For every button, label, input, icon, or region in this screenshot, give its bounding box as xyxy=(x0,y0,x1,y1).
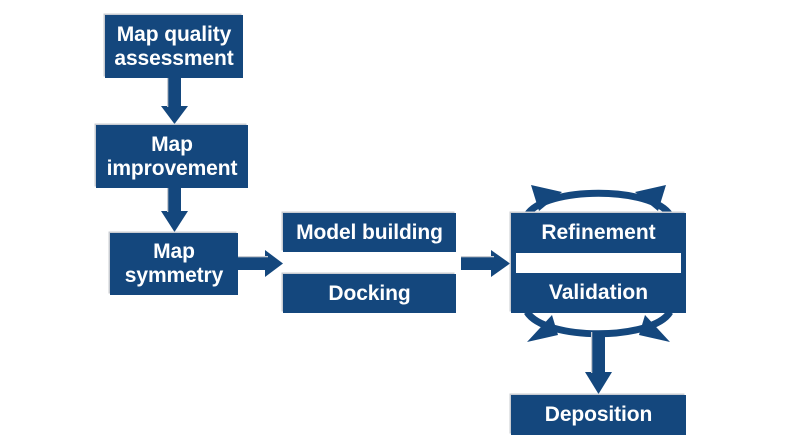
node-label: Validation xyxy=(548,281,649,304)
node-refinement[interactable]: Refinement xyxy=(511,213,686,253)
group-refinement-validation-cycle: Refinement Validation xyxy=(511,213,686,313)
node-label: Model building xyxy=(296,220,443,244)
group-inner-gap xyxy=(516,253,681,273)
arrow-quality-to-improvement xyxy=(161,77,188,124)
arrow-building-to-refinement xyxy=(461,250,510,277)
node-validation[interactable]: Validation xyxy=(511,273,686,313)
arrow-improvement-to-symmetry xyxy=(161,187,188,232)
arrow-cycle-to-deposition xyxy=(585,332,612,394)
node-label: Map quality assessment xyxy=(114,22,234,70)
arc-loop-top xyxy=(524,189,673,218)
node-label: Map symmetry xyxy=(124,240,224,287)
node-label: Docking xyxy=(328,281,411,305)
node-model-building[interactable]: Model building xyxy=(283,213,456,252)
arrow-symmetry-to-building xyxy=(238,250,283,277)
node-label: Refinement xyxy=(541,221,656,244)
node-map-improvement[interactable]: Map improvement xyxy=(96,125,248,188)
node-label: Map improvement xyxy=(106,132,238,180)
arc-loop-top-arrowheads xyxy=(531,185,666,211)
node-map-symmetry[interactable]: Map symmetry xyxy=(110,233,238,295)
arc-loop-bottom xyxy=(524,309,673,338)
arc-loop-bottom-arrowheads xyxy=(527,315,670,342)
node-label: Deposition xyxy=(544,403,653,427)
node-docking[interactable]: Docking xyxy=(283,274,456,313)
node-deposition[interactable]: Deposition xyxy=(511,395,686,435)
node-map-quality-assessment[interactable]: Map quality assessment xyxy=(105,15,243,78)
